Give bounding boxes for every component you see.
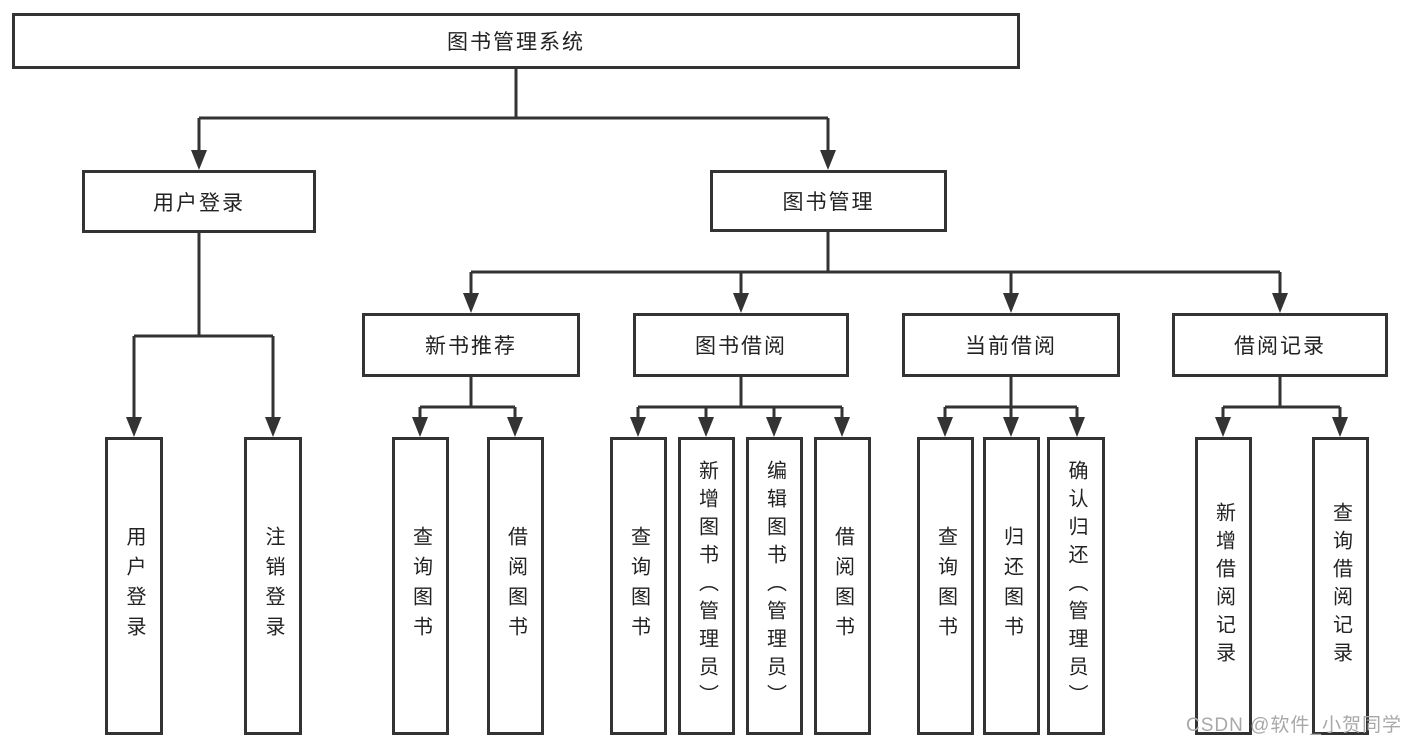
leaf-user-login: 用户登录 bbox=[105, 437, 163, 735]
leaf-confirm-return-admin-label: 确认归还（管理员） bbox=[1065, 460, 1087, 712]
node-current-borrowing: 当前借阅 bbox=[902, 313, 1120, 377]
leaf-borrow-books-label: 借阅图书 bbox=[831, 526, 854, 646]
leaf-query-books-recommend: 查询图书 bbox=[392, 437, 449, 735]
node-book-management: 图书管理 bbox=[710, 170, 947, 232]
leaf-query-borrow-record: 查询借阅记录 bbox=[1312, 437, 1369, 735]
node-current-borrowing-label: 当前借阅 bbox=[965, 335, 1057, 358]
leaf-query-books-recommend-label: 查询图书 bbox=[409, 526, 432, 646]
leaf-add-book-admin: 新增图书（管理员） bbox=[678, 437, 735, 735]
leaf-query-books-borrowing-label: 查询图书 bbox=[627, 526, 650, 646]
leaf-edit-book-admin: 编辑图书（管理员） bbox=[746, 437, 803, 735]
leaf-add-book-admin-label: 新增图书（管理员） bbox=[695, 460, 718, 712]
leaf-query-books-current: 查询图书 bbox=[917, 437, 974, 735]
node-book-management-label: 图书管理 bbox=[782, 191, 875, 214]
node-new-book-recommend: 新书推荐 bbox=[362, 313, 580, 377]
leaf-logout: 注销登录 bbox=[244, 437, 302, 735]
leaf-edit-book-admin-label: 编辑图书（管理员） bbox=[763, 460, 786, 712]
node-new-book-recommend-label: 新书推荐 bbox=[425, 335, 517, 358]
leaf-return-books: 归还图书 bbox=[983, 437, 1040, 735]
node-library-system-label: 图书管理系统 bbox=[447, 31, 585, 54]
leaf-return-books-label: 归还图书 bbox=[1000, 526, 1023, 646]
node-user-login-label: 用户登录 bbox=[153, 191, 245, 215]
leaf-borrow-books-recommend-label: 借阅图书 bbox=[504, 526, 527, 646]
leaf-query-borrow-record-label: 查询借阅记录 bbox=[1329, 502, 1352, 670]
leaf-borrow-books: 借阅图书 bbox=[814, 437, 871, 735]
watermark: CSDN @软件_小贺同学 bbox=[1186, 715, 1402, 736]
leaf-add-borrow-record-label: 新增借阅记录 bbox=[1212, 502, 1235, 670]
node-borrow-records-label: 借阅记录 bbox=[1234, 335, 1326, 358]
leaf-confirm-return-admin: 确认归还（管理员） bbox=[1047, 437, 1105, 735]
node-library-system: 图书管理系统 bbox=[12, 13, 1020, 69]
leaf-user-login-label: 用户登录 bbox=[123, 526, 145, 646]
leaf-add-borrow-record: 新增借阅记录 bbox=[1195, 437, 1252, 735]
node-book-borrowing-label: 图书借阅 bbox=[695, 335, 787, 358]
node-book-borrowing: 图书借阅 bbox=[633, 313, 849, 377]
leaf-query-books-borrowing: 查询图书 bbox=[610, 437, 667, 735]
leaf-logout-label: 注销登录 bbox=[262, 526, 284, 646]
leaf-query-books-current-label: 查询图书 bbox=[934, 526, 957, 646]
arrowheads bbox=[126, 150, 1348, 437]
node-borrow-records: 借阅记录 bbox=[1172, 313, 1388, 377]
node-user-login: 用户登录 bbox=[82, 170, 316, 233]
leaf-borrow-books-recommend: 借阅图书 bbox=[487, 437, 544, 735]
